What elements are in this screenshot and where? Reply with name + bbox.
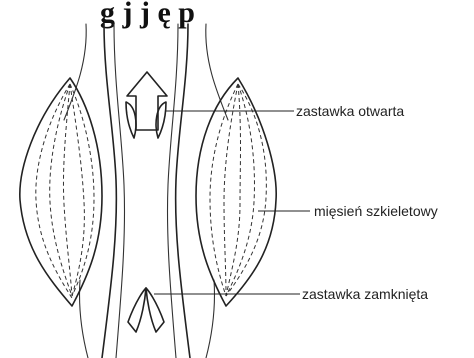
open-valve-left-leaflet <box>126 102 136 138</box>
right-muscle-fiber-5 <box>226 84 266 296</box>
closed-valve-right-leaflet <box>146 288 164 332</box>
up-arrow-icon <box>127 72 167 130</box>
open-valve <box>126 102 166 138</box>
valve-closed-label: zastawka zamknięta <box>302 286 428 302</box>
vein-outer-left-wall <box>102 24 116 358</box>
left-muscle-fiber-4 <box>70 84 84 296</box>
left-muscle-fiber-3 <box>63 84 72 296</box>
skeletal-muscle-label: mięsień szkieletowy <box>314 203 438 219</box>
right-muscle-fiber-3 <box>226 84 241 296</box>
closed-valve-left-leaflet <box>128 288 146 332</box>
right-muscle <box>196 78 276 306</box>
valve-open-label: zastawka otwarta <box>296 103 404 119</box>
tissue-line-right-bottom <box>206 280 215 358</box>
closed-valve <box>128 288 164 332</box>
left-muscle <box>20 78 102 306</box>
tissue-line-left-top <box>64 24 86 120</box>
vein-outer-right-wall <box>176 24 190 358</box>
right-muscle-outline <box>196 78 276 306</box>
tissue-line-left-bottom <box>79 280 88 358</box>
